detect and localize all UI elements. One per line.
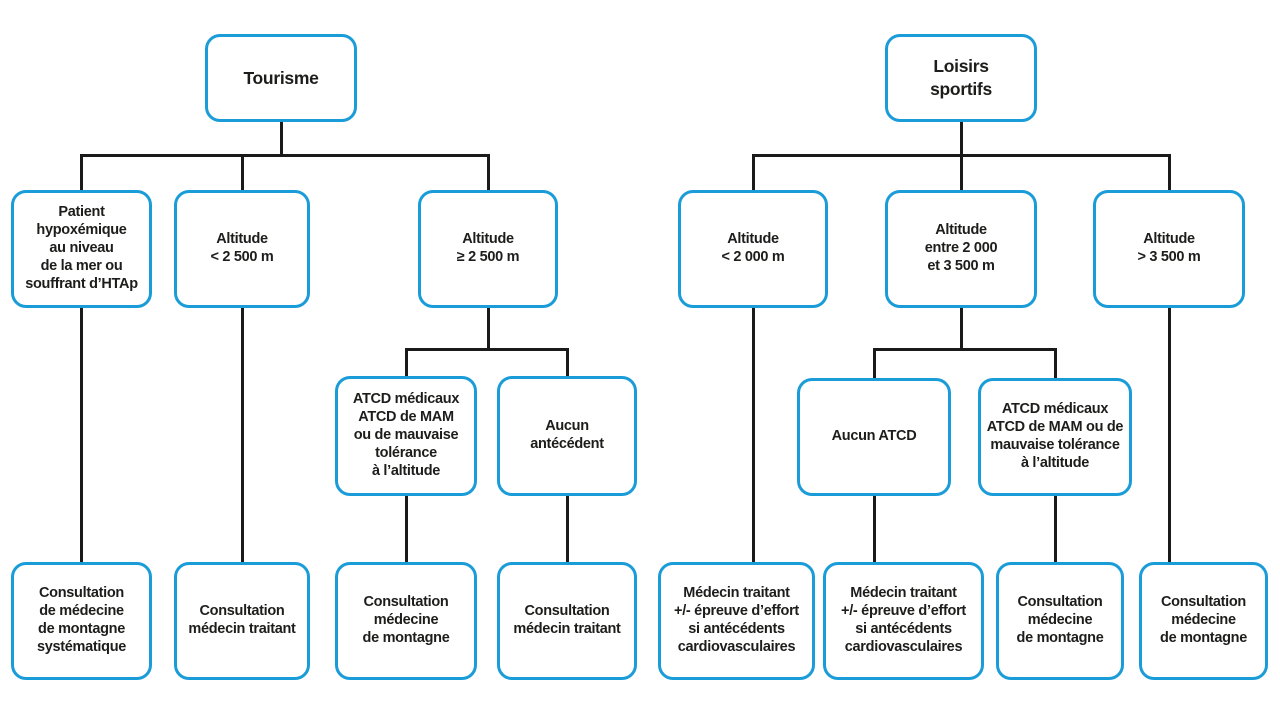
node-consultation-medecine-montagne-3: Consultation médecine de montagne <box>1139 562 1268 680</box>
connector-line <box>486 154 490 194</box>
node-altitude-lt-2500: Altitude < 2 500 m <box>174 190 310 308</box>
node-aucun-atcd: Aucun ATCD <box>797 378 951 496</box>
connector-line <box>404 348 408 380</box>
node-label: Altitude < 2 000 m <box>721 231 785 265</box>
connector-line <box>872 348 1057 351</box>
node-label: Altitude > 3 500 m <box>1137 231 1201 265</box>
connector-line <box>959 306 963 351</box>
node-consultation-medecin-traitant-1: Consultation médecin traitant <box>174 562 310 680</box>
node-altitude-2000-3500: Altitude entre 2 000 et 3 500 m <box>885 190 1037 308</box>
connector-line <box>751 306 755 566</box>
node-loisirs-sportifs: Loisirs sportifs <box>885 34 1037 122</box>
node-label: Altitude ≥ 2 500 m <box>456 231 520 265</box>
connector-line <box>80 154 490 157</box>
connector-line <box>404 348 569 351</box>
node-label: Altitude entre 2 000 et 3 500 m <box>924 222 998 274</box>
node-label: Tourisme <box>243 67 319 88</box>
connector-line <box>872 348 876 382</box>
connector-line <box>1167 306 1171 566</box>
node-aucun-antecedent: Aucun antécédent <box>497 376 637 496</box>
connector-line <box>1053 492 1057 566</box>
connector-line <box>80 306 83 566</box>
connector-line <box>404 492 408 566</box>
node-altitude-gt-3500: Altitude > 3 500 m <box>1093 190 1245 308</box>
node-label: Patient hypoxémique au niveau de la mer … <box>25 204 138 292</box>
connector-line <box>1053 348 1057 382</box>
node-atcd-medicaux-tourisme: ATCD médicaux ATCD de MAM ou de mauvaise… <box>335 376 477 496</box>
node-altitude-gte-2500: Altitude ≥ 2 500 m <box>418 190 558 308</box>
node-label: Médecin traitant +/- épreuve d’effort si… <box>841 585 966 655</box>
node-label: Aucun antécédent <box>530 418 604 452</box>
connector-line <box>751 154 755 194</box>
node-label: Consultation médecine de montagne <box>1160 594 1247 646</box>
connector-line <box>486 306 490 351</box>
connector-line <box>240 306 244 566</box>
node-label: Consultation médecine de montagne <box>362 594 450 646</box>
connector-line <box>240 154 244 194</box>
connector-line <box>1167 154 1171 194</box>
node-consultation-medecin-traitant-2: Consultation médecin traitant <box>497 562 637 680</box>
node-consultation-medecine-montagne-1: Consultation médecine de montagne <box>335 562 477 680</box>
node-label: Aucun ATCD <box>831 428 917 445</box>
connector-line <box>872 492 876 566</box>
connector-line <box>80 154 83 194</box>
node-consultation-montagne-systematique: Consultation de médecine de montagne sys… <box>11 562 152 680</box>
node-medecin-traitant-effort-2: Médecin traitant +/- épreuve d’effort si… <box>823 562 984 680</box>
node-label: Consultation médecine de montagne <box>1016 594 1104 646</box>
connector-line <box>565 492 569 566</box>
node-label: Altitude < 2 500 m <box>210 231 274 265</box>
node-label: Consultation médecin traitant <box>188 603 296 637</box>
connector-line <box>565 348 569 380</box>
node-label: Consultation de médecine de montagne sys… <box>36 585 127 655</box>
node-label: ATCD médicaux ATCD de MAM ou de mauvaise… <box>352 391 460 479</box>
node-consultation-medecine-montagne-2: Consultation médecine de montagne <box>996 562 1124 680</box>
node-label: Consultation médecin traitant <box>513 603 621 637</box>
node-altitude-lt-2000: Altitude < 2 000 m <box>678 190 828 308</box>
connector-line <box>279 120 283 157</box>
node-medecin-traitant-effort-1: Médecin traitant +/- épreuve d’effort si… <box>658 562 815 680</box>
connector-line <box>959 154 963 194</box>
node-label: Loisirs sportifs <box>930 56 992 99</box>
connector-line <box>959 120 963 157</box>
node-label: ATCD médicaux ATCD de MAM ou de mauvaise… <box>986 401 1124 471</box>
node-label: Médecin traitant +/- épreuve d’effort si… <box>674 585 799 655</box>
node-tourisme: Tourisme <box>205 34 357 122</box>
node-atcd-medicaux-loisirs: ATCD médicaux ATCD de MAM ou de mauvaise… <box>978 378 1132 496</box>
node-patient-hypoxemique: Patient hypoxémique au niveau de la mer … <box>11 190 152 308</box>
